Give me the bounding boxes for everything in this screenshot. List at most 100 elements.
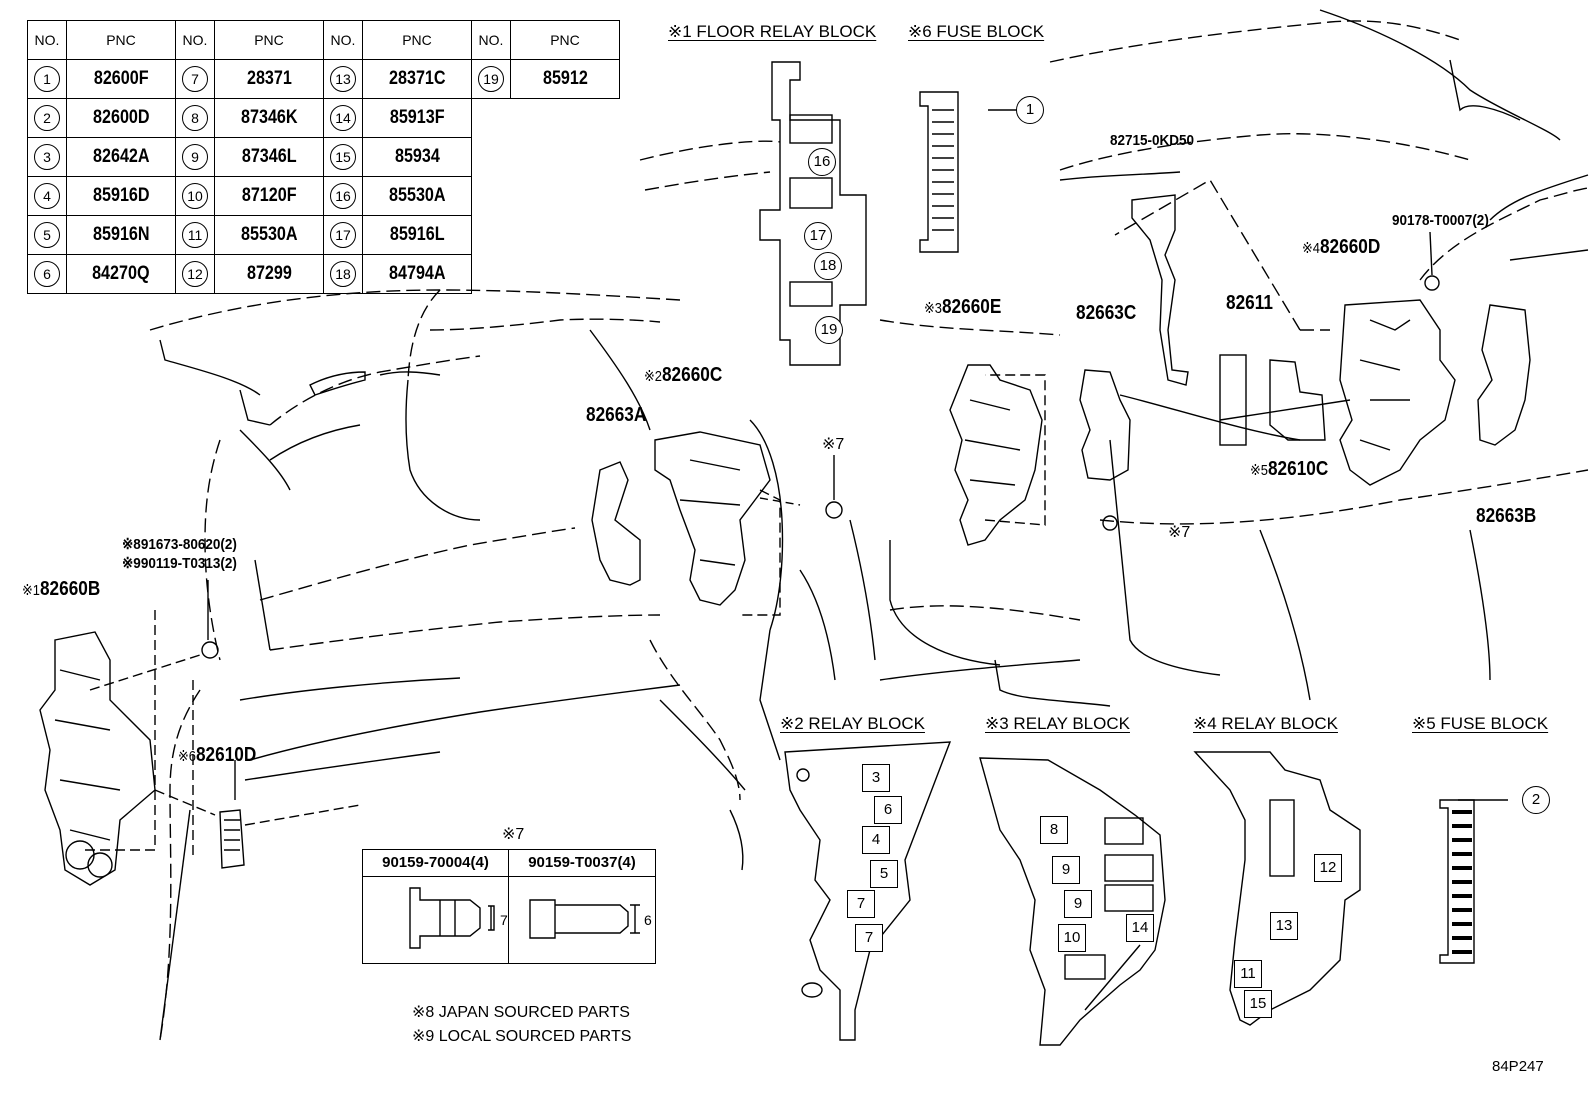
callout-note-7: ※7	[822, 436, 845, 453]
part-number-circle: 13	[330, 66, 356, 92]
part-number-circle: 9	[182, 144, 208, 170]
fuse-block-6-title: ※6 FUSE BLOCK	[908, 22, 1045, 41]
relay-block-2-item: 4	[862, 826, 890, 854]
note-local-sourced: ※9 LOCAL SOURCED PARTS	[412, 1028, 632, 1045]
header-pnc: PNC	[362, 20, 472, 60]
part-number-circle: 11	[182, 222, 208, 248]
floor-relay-block-outline	[759, 61, 867, 366]
pnc-cell: 87346K	[240, 107, 298, 128]
callout-82663a: 82663A	[586, 404, 647, 426]
callout-82611: 82611	[1226, 292, 1273, 314]
clip-table-divider	[508, 850, 509, 963]
pnc-cell: 84794A	[388, 263, 446, 284]
part-number-circle: 19	[478, 66, 504, 92]
relay-block-4-item: 12	[1314, 854, 1342, 882]
pnc-cell: 85913F	[389, 107, 445, 128]
table-row: 6 84270Q 12 87299 18 84794A	[27, 254, 620, 294]
relay-block-2-item: 3	[862, 764, 890, 792]
callout-part-no: 82660B	[39, 578, 101, 600]
header-pnc: PNC	[510, 20, 620, 60]
header-pnc: PNC	[214, 20, 324, 60]
floor-relay-item: 16	[808, 148, 836, 176]
note-mark: ※1	[22, 582, 40, 599]
pnc-cell: 84270Q	[92, 263, 150, 284]
clip-table: 90159-70004(4) 90159-T0037(4)	[362, 849, 656, 964]
part-number-circle: 2	[34, 105, 60, 131]
header-no: NO.	[323, 20, 363, 60]
clip-table-title: ※7	[502, 826, 525, 843]
part-number-circle: 1	[34, 66, 60, 92]
fuse-block-5-title: ※5 FUSE BLOCK	[1412, 714, 1549, 733]
pnc-cell: 82642A	[92, 146, 150, 167]
note-mark: ※2	[644, 368, 662, 385]
note-mark: ※6	[178, 748, 196, 765]
callout-82610d: ※682610D	[178, 744, 256, 768]
relay-block-2-item: 7	[855, 924, 883, 952]
relay-block-3-item: 9	[1052, 856, 1080, 884]
callout-90178-t0007: 90178-T0007(2)	[1392, 212, 1489, 229]
part-number-circle: 14	[330, 105, 356, 131]
pnc-cell: 87299	[246, 263, 292, 284]
pnc-cell: 85530A	[388, 185, 446, 206]
part-number-circle: 12	[182, 261, 208, 287]
clip-dimension-1: 7	[500, 912, 508, 928]
floor-relay-item: 19	[815, 316, 843, 344]
pnc-cell: 28371C	[388, 68, 446, 89]
note-mark: ※5	[1250, 462, 1268, 479]
part-number-circle: 4	[34, 183, 60, 209]
callout-82715-0kd50: 82715-0KD50	[1110, 132, 1195, 149]
header-pnc: PNC	[66, 20, 176, 60]
relay-block-2-item: 6	[874, 796, 902, 824]
callout-82663b: 82663B	[1476, 505, 1537, 527]
callout-part-no: 82610C	[1267, 458, 1329, 480]
fuse-block-6-outline	[919, 91, 959, 253]
callout-note-7: ※7	[1168, 524, 1191, 541]
pnc-cell: 28371	[246, 68, 292, 89]
relay-block-3-item: 10	[1058, 924, 1086, 952]
pnc-cell: 82600D	[92, 107, 150, 128]
relay-block-4-item: 13	[1270, 912, 1298, 940]
relay-block-2-item: 5	[870, 860, 898, 888]
callout-82610c: ※582610C	[1250, 458, 1328, 482]
note-japan-sourced: ※8 JAPAN SOURCED PARTS	[412, 1004, 630, 1021]
callout-82663c: 82663C	[1076, 302, 1137, 324]
callout-part-no: 82660E	[941, 296, 1002, 318]
floor-relay-item: 17	[804, 222, 832, 250]
pnc-cell: 85916L	[389, 224, 445, 245]
clip-dimension-2: 6	[644, 912, 652, 928]
pnc-cell: 85916D	[92, 185, 150, 206]
callout-82660c: ※282660C	[644, 364, 722, 388]
part-number-circle: 16	[330, 183, 356, 209]
relay-block-2-item: 7	[847, 890, 875, 918]
fuse-block-6-item: 1	[1016, 96, 1044, 124]
parts-table: NO. PNC NO. PNC NO. PNC NO. PNC 1 82600F…	[27, 20, 620, 294]
pnc-cell: 85916N	[92, 224, 150, 245]
callout-82660b: ※182660B	[22, 578, 100, 602]
relay-block-3-item: 9	[1064, 890, 1092, 918]
clip-table-col1: 90159-70004(4)	[363, 850, 508, 877]
floor-relay-item: 18	[814, 252, 842, 280]
relay-block-3-item: 14	[1126, 914, 1154, 942]
table-row: 4 85916D 10 87120F 16 85530A	[27, 176, 620, 216]
relay-block-3-title: ※3 RELAY BLOCK	[985, 714, 1130, 733]
callout-990119-t0313: ※990119-T0313(2)	[122, 555, 237, 572]
part-number-circle: 5	[34, 222, 60, 248]
header-no: NO.	[27, 20, 67, 60]
callout-82660e: ※382660E	[924, 296, 1001, 320]
callout-part-no: 82660C	[661, 364, 723, 386]
relay-block-2-title: ※2 RELAY BLOCK	[780, 714, 925, 733]
relay-block-4-item: 11	[1234, 960, 1262, 988]
clip-table-col2: 90159-T0037(4)	[509, 850, 655, 877]
part-number-circle: 15	[330, 144, 356, 170]
pnc-cell: 85530A	[240, 224, 298, 245]
relay-block-4-item: 15	[1244, 990, 1272, 1018]
callout-part-no: 82660D	[1319, 236, 1381, 258]
diagram-code: 84P247	[1492, 1058, 1544, 1075]
part-number-circle: 7	[182, 66, 208, 92]
pnc-cell: 87346L	[241, 146, 297, 167]
table-row: 2 82600D 8 87346K 14 85913F	[27, 98, 620, 138]
pnc-cell: 87120F	[241, 185, 297, 206]
part-number-circle: 17	[330, 222, 356, 248]
